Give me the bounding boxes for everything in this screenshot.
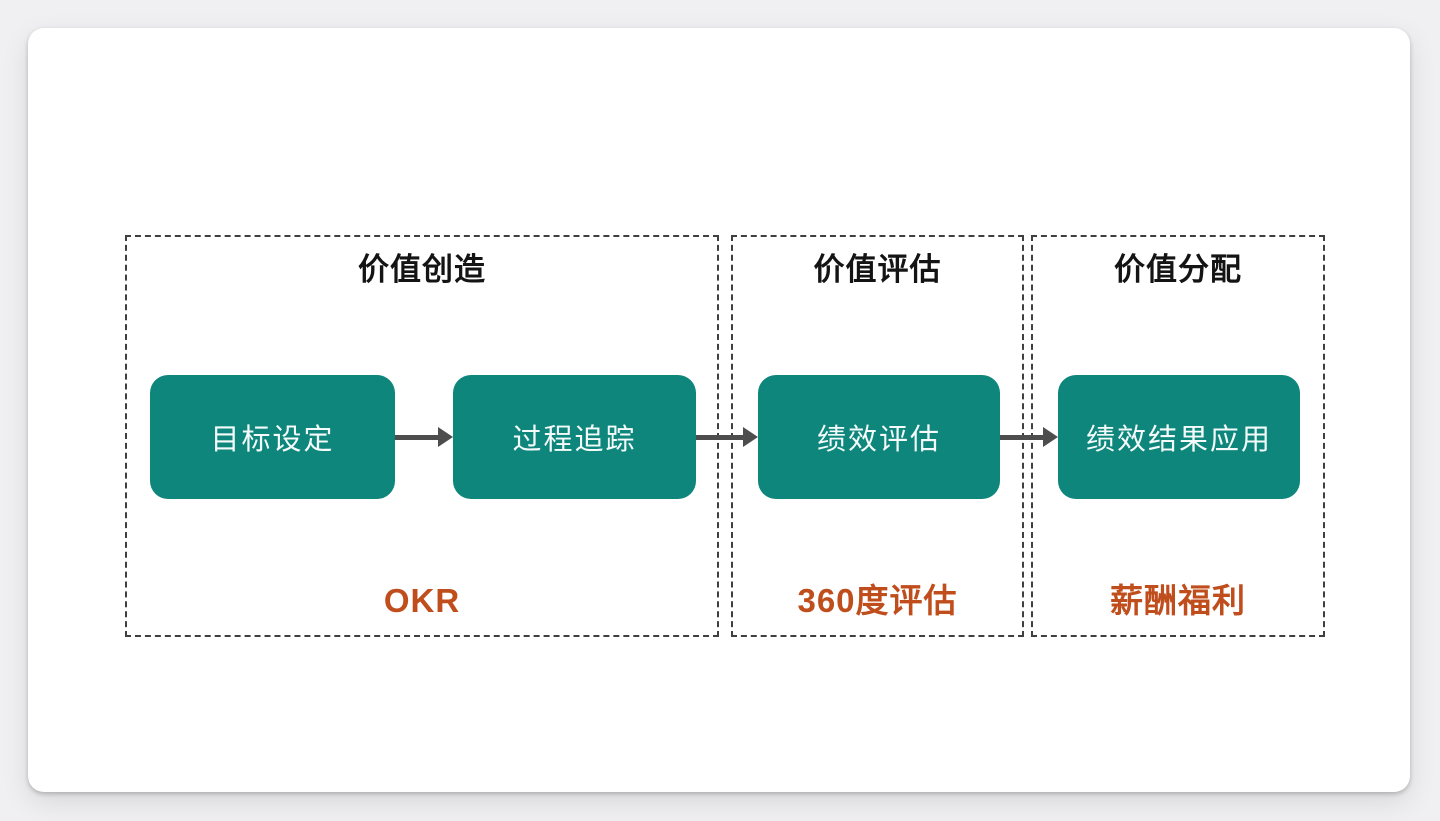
node-process-tracking: 过程追踪 bbox=[453, 375, 696, 499]
section-value-creation: 价值创造 OKR bbox=[125, 235, 719, 637]
arrow-shaft bbox=[395, 434, 438, 440]
method-label-compensation: 薪酬福利 bbox=[1110, 582, 1246, 619]
slide-card: 价值创造 OKR 价值评估 360度评估 价值分配 薪酬福利 目标设定 过程追踪… bbox=[28, 28, 1410, 792]
section-value-distribution: 价值分配 薪酬福利 bbox=[1031, 235, 1325, 637]
method-label-okr: OKR bbox=[383, 582, 461, 619]
arrow-shaft bbox=[696, 434, 743, 440]
node-goal-setting: 目标设定 bbox=[150, 375, 395, 499]
section-title-value-distribution: 价值分配 bbox=[1114, 252, 1242, 287]
arrow-head-icon bbox=[438, 427, 453, 447]
section-title-value-creation: 价值创造 bbox=[358, 252, 486, 287]
flow-arrow-2 bbox=[696, 427, 758, 447]
node-performance-result-application: 绩效结果应用 bbox=[1058, 375, 1300, 499]
flow-arrow-1 bbox=[395, 427, 453, 447]
section-title-value-evaluation: 价值评估 bbox=[813, 252, 942, 287]
arrow-head-icon bbox=[743, 427, 758, 447]
node-performance-evaluation: 绩效评估 bbox=[758, 375, 1000, 499]
arrow-shaft bbox=[1000, 434, 1043, 440]
arrow-head-icon bbox=[1043, 427, 1058, 447]
method-label-360-review: 360度评估 bbox=[797, 582, 958, 619]
flow-arrow-3 bbox=[1000, 427, 1058, 447]
